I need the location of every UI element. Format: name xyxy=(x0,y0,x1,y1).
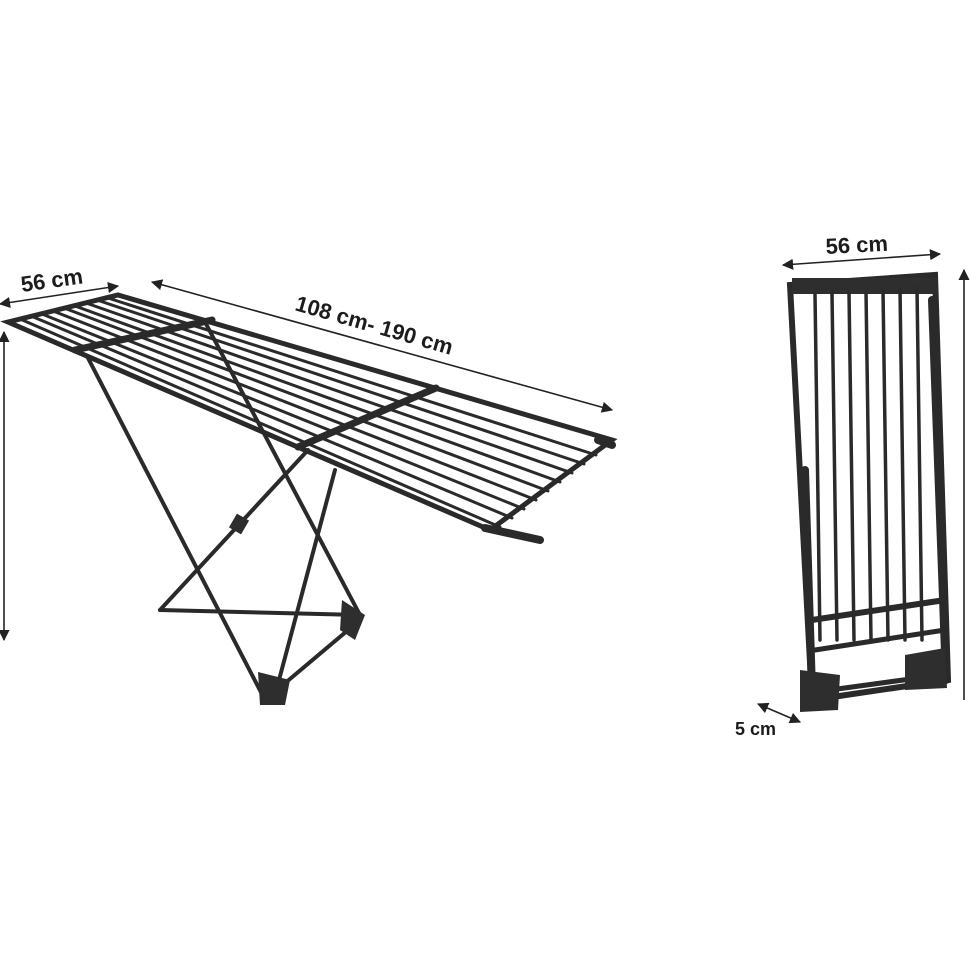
folded-depth-arrow xyxy=(756,702,802,724)
rack-foot-back xyxy=(340,600,365,640)
folded-bottom-bar xyxy=(809,597,948,623)
folded-foot-right xyxy=(905,648,947,690)
folded-leg-left xyxy=(801,466,816,694)
folded-width-arrow xyxy=(781,249,942,270)
folded-drying-rack: 56 cm 5 cm xyxy=(735,231,970,739)
open-length-label: 108 cm- 190 cm xyxy=(293,291,456,360)
leg-joint xyxy=(228,513,250,535)
open-length-arrow xyxy=(150,279,614,413)
folded-width-label: 56 cm xyxy=(825,231,889,259)
end-cap-front xyxy=(481,524,544,544)
folded-cross-bar xyxy=(812,627,948,653)
folded-leg-right xyxy=(928,296,950,684)
open-width-arrow xyxy=(0,281,120,309)
folded-rails xyxy=(813,286,924,642)
folded-foot-left xyxy=(800,670,840,712)
open-drying-rack: 56 cm 108 cm- 190 cm xyxy=(0,264,618,705)
rack-foot-front xyxy=(258,672,290,705)
end-cap-back xyxy=(594,436,616,449)
folded-depth-label: 5 cm xyxy=(735,719,776,739)
